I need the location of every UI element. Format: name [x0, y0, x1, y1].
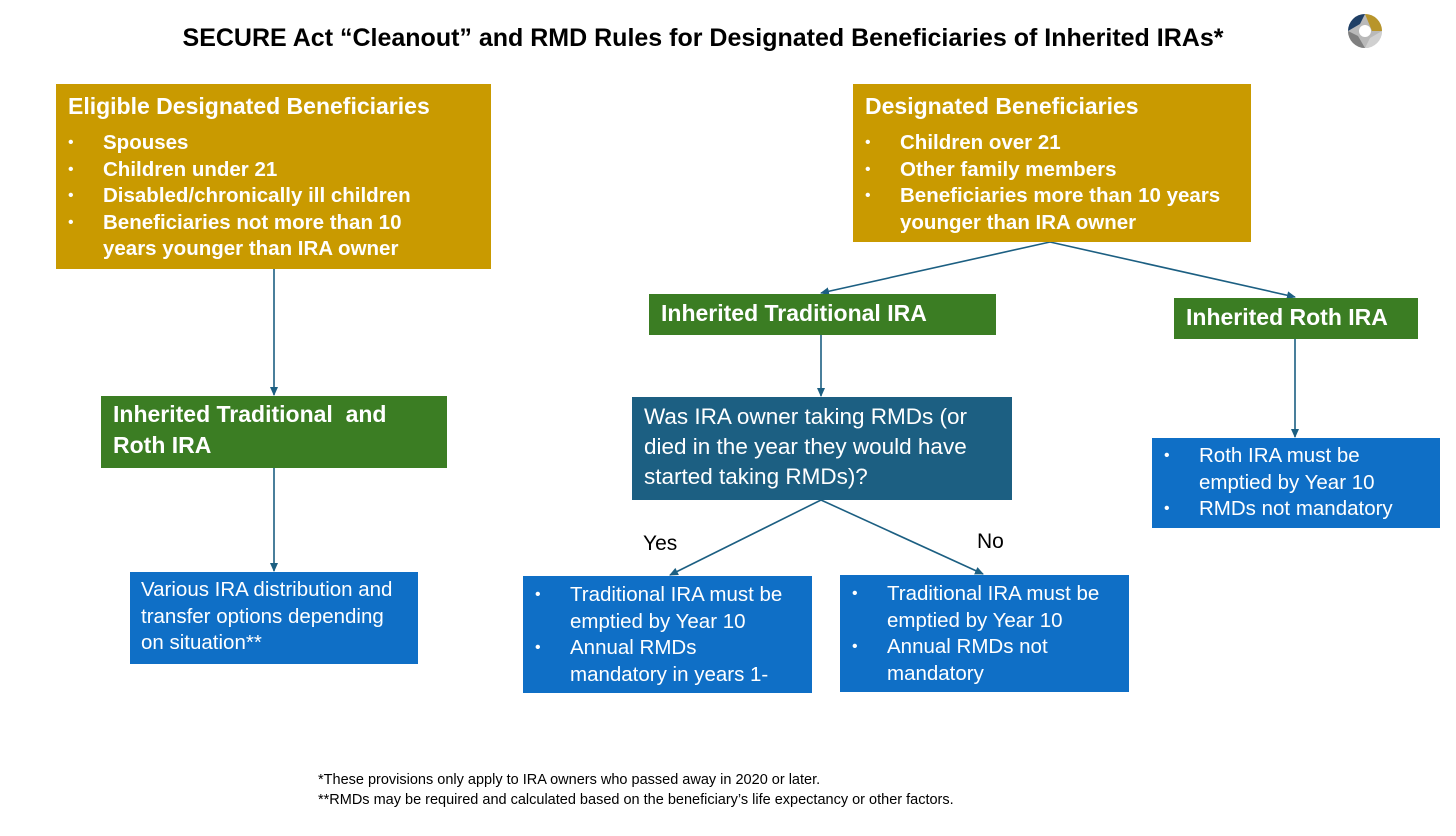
yes-outcome-box: Traditional IRA must be emptied by Year …: [523, 576, 812, 712]
inherited-trad-roth-box: Inherited Traditional and Roth IRA: [101, 396, 447, 468]
no-outcome-box: Traditional IRA must be emptied by Year …: [840, 575, 1129, 692]
yes-label: Yes: [643, 532, 678, 555]
footnotes: *These provisions only apply to IRA owne…: [318, 770, 954, 810]
list-item: RMDs not mandatory: [1164, 496, 1428, 523]
list-item: Traditional IRA must be emptied by Year …: [535, 582, 800, 635]
designated-beneficiaries-box: Designated Beneficiaries Children over 2…: [853, 84, 1251, 242]
rmd-question-box: Was IRA owner taking RMDs (or died in th…: [632, 397, 1012, 500]
list-item: Other family members: [865, 157, 1239, 184]
inherited-traditional-box: Inherited Traditional IRA: [649, 294, 996, 335]
list-item: Disabled/chronically ill children: [68, 183, 479, 210]
footnote-2: **RMDs may be required and calculated ba…: [318, 792, 954, 808]
inherited-roth-box: Inherited Roth IRA: [1174, 298, 1418, 339]
no-outcome-list: Traditional IRA must be emptied by Year …: [852, 581, 1117, 687]
arrow-designated-to-roth: [1049, 241, 1296, 300]
list-item: Traditional IRA must be emptied by Year …: [852, 581, 1117, 634]
list-item: Beneficiaries more than 10 years younger…: [865, 183, 1230, 236]
footnote-1: *These provisions only apply to IRA owne…: [318, 772, 821, 788]
list-item: Roth IRA must be emptied by Year 10: [1164, 443, 1409, 496]
various-options-text: Various IRA distribution and transfer op…: [141, 578, 393, 654]
list-item: Beneficiaries not more than 10 years you…: [68, 210, 433, 263]
inherited-roth-label: Inherited Roth IRA: [1186, 304, 1388, 330]
inherited-traditional-label: Inherited Traditional IRA: [661, 300, 927, 326]
aperture-logo-icon: [1348, 14, 1382, 48]
list-item: Spouses: [68, 130, 479, 157]
list-item: Annual RMDs not mandatory: [852, 634, 1087, 687]
rmd-question-text: Was IRA owner taking RMDs (or died in th…: [644, 404, 967, 489]
list-item: Children over 21: [865, 130, 1239, 157]
various-options-box: Various IRA distribution and transfer op…: [130, 572, 418, 664]
designated-list: Children over 21 Other family members Be…: [865, 130, 1239, 236]
roth-outcome-list: Roth IRA must be emptied by Year 10 RMDs…: [1164, 443, 1428, 523]
arrow-question-to-no: [820, 499, 984, 575]
roth-outcome-box: Roth IRA must be emptied by Year 10 RMDs…: [1152, 438, 1440, 528]
list-item: Children under 21: [68, 157, 479, 184]
list-item: Annual RMDs mandatory in years 1-9: [535, 635, 770, 715]
yes-outcome-list: Traditional IRA must be emptied by Year …: [535, 582, 800, 715]
eligible-list: Spouses Children under 21 Disabled/chron…: [68, 130, 479, 263]
inherited-trad-roth-label: Inherited Traditional and Roth IRA: [113, 401, 393, 458]
arrow-question-to-yes: [669, 499, 822, 576]
eligible-heading: Eligible Designated Beneficiaries: [68, 93, 430, 119]
page-title: SECURE Act “Cleanout” and RMD Rules for …: [182, 24, 1224, 52]
no-label: No: [977, 530, 1004, 553]
designated-heading: Designated Beneficiaries: [865, 93, 1139, 119]
eligible-beneficiaries-box: Eligible Designated Beneficiaries Spouse…: [56, 84, 491, 269]
arrow-designated-to-traditional: [820, 241, 1051, 296]
